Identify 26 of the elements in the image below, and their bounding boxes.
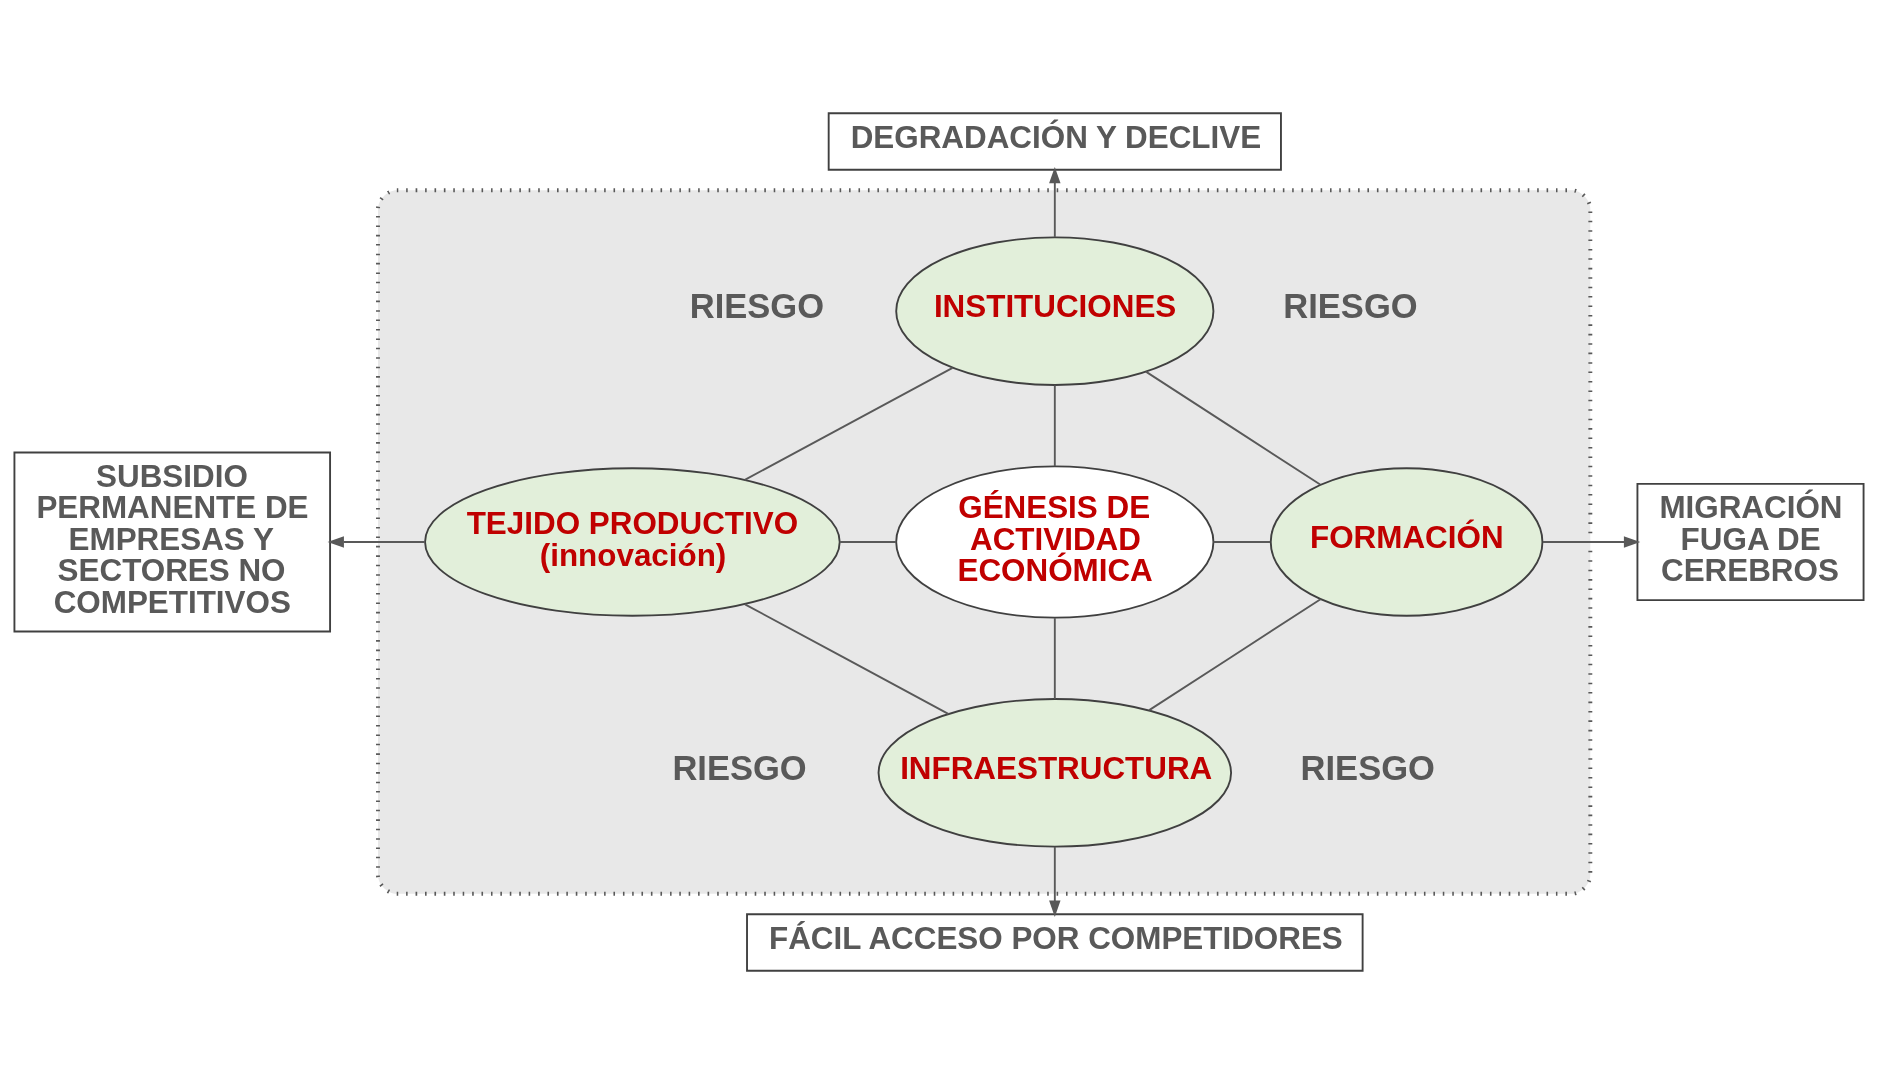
node-box: DEGRADACIÓN Y DECLIVE: [827, 112, 1282, 171]
node-box: MIGRACIÓN FUGA DE CEREBROS: [1636, 482, 1865, 602]
connector: [1148, 598, 1322, 712]
node-ellipse: INSTITUCIONES: [895, 236, 1215, 386]
connector: [1212, 541, 1272, 543]
arrow: [1542, 536, 1641, 548]
arrow: [327, 536, 426, 548]
arrow: [1049, 167, 1061, 238]
node-ellipse: GÉNESIS DE ACTIVIDAD ECONÓMICA: [895, 465, 1215, 619]
label: RIESGO: [1283, 287, 1418, 326]
node-box: SUBSIDIO PERMANENTE DE EMPRESAS Y SECTORES NO COMPETITIVOS: [13, 451, 331, 633]
connector: [744, 603, 950, 715]
node-box: FÁCIL ACCESO POR COMPETIDORES: [746, 913, 1364, 972]
node-ellipse: INFRAESTRUCTURA: [877, 698, 1233, 848]
node-ellipse: TEJIDO PRODUCTIVO (innovación): [424, 467, 841, 617]
connector: [1144, 370, 1322, 486]
label: RIESGO: [672, 749, 807, 788]
connector: [1053, 384, 1056, 468]
cluster: [376, 188, 1593, 896]
connector: [743, 366, 954, 481]
node-ellipse: FORMACIÓN: [1269, 467, 1544, 617]
label: RIESGO: [689, 287, 825, 326]
label: RIESGO: [1300, 749, 1435, 788]
connector: [838, 541, 898, 543]
arrow: [1049, 846, 1061, 917]
connector: [1053, 617, 1056, 700]
